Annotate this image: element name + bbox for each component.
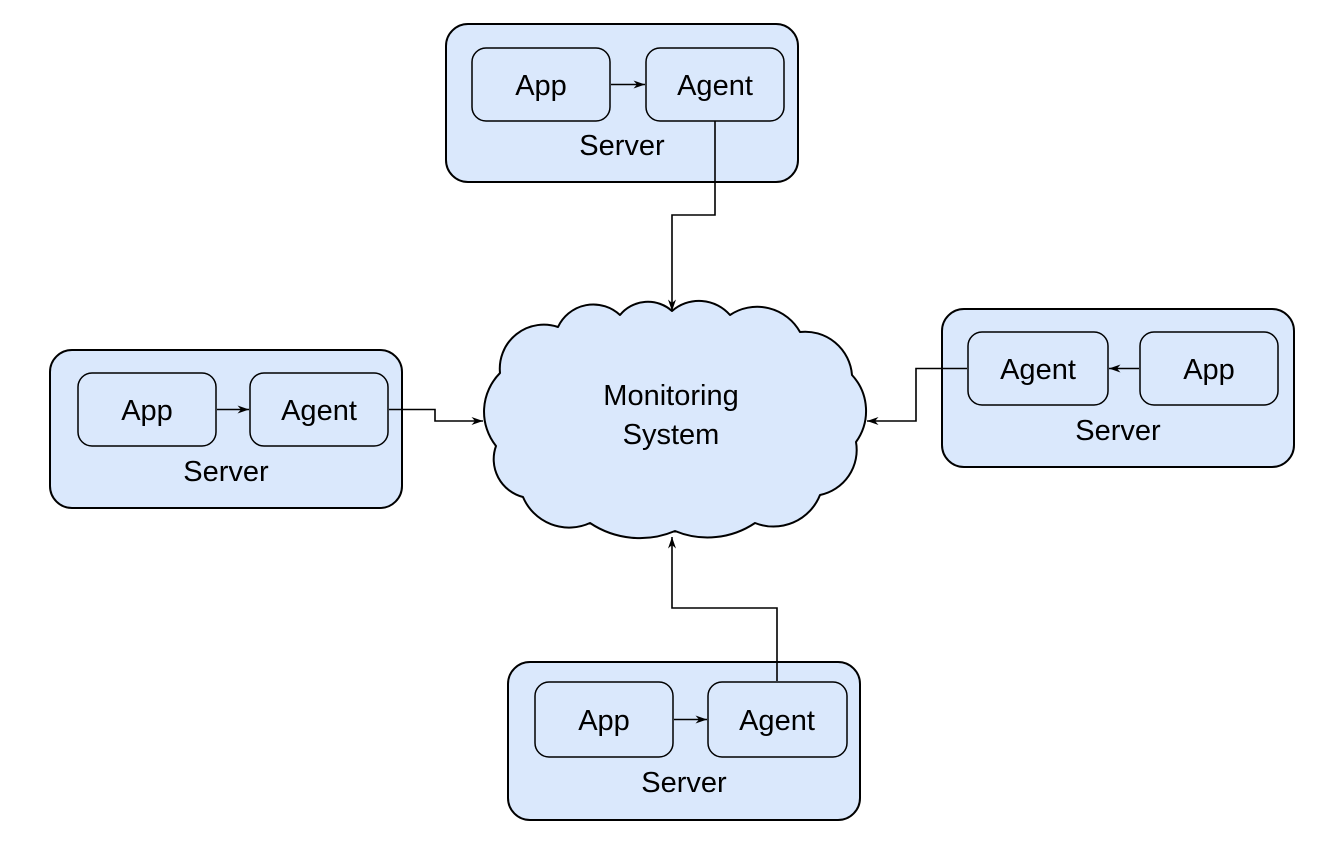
app-box [471, 47, 611, 122]
server-group-left: App Agent Server [49, 349, 403, 509]
app-label: App [121, 395, 173, 427]
agent-label: Agent [739, 705, 815, 737]
cloud-label-line2: System [623, 419, 720, 451]
right-agent-to-cloud-arrow [867, 367, 967, 425]
agent-label: Agent [677, 70, 753, 102]
cloud-label-line1: Monitoring [603, 380, 738, 412]
server-group-bottom: App Agent Server [507, 661, 861, 821]
cloud-shape [483, 299, 867, 540]
server-group-right: Agent App Server [941, 308, 1295, 468]
server-label: Server [1075, 415, 1161, 447]
server-label: Server [641, 767, 727, 799]
app-box [77, 372, 217, 447]
app-label: App [1183, 354, 1235, 386]
monitoring-system-cloud: Monitoring System [483, 299, 867, 540]
app-box [534, 681, 674, 758]
server-group-top: App Agent Server [445, 23, 799, 183]
agent-box [707, 681, 848, 758]
agent-label: Agent [281, 395, 357, 427]
agent-box [967, 331, 1109, 406]
server-label: Server [579, 130, 665, 162]
bottom-agent-to-cloud-arrow [668, 537, 778, 681]
app-label: App [515, 70, 567, 102]
server-label: Server [183, 456, 269, 488]
agent-label: Agent [1000, 354, 1076, 386]
app-label: App [578, 705, 630, 737]
left-agent-to-cloud-arrow [389, 408, 483, 425]
app-box [1139, 331, 1279, 406]
top-agent-to-cloud-arrow [668, 121, 716, 311]
agent-box [249, 372, 389, 447]
